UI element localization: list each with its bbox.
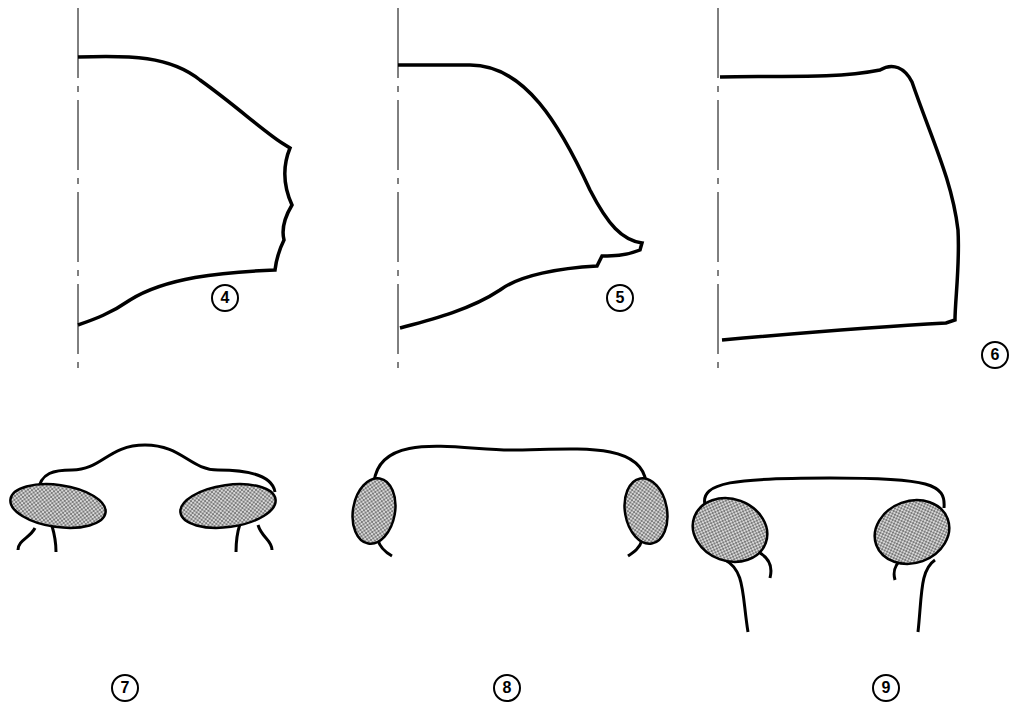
callout-number: 9 — [882, 680, 891, 696]
head-outline — [374, 446, 646, 482]
callout-circle: 8 — [493, 674, 521, 702]
eye-shape — [348, 475, 401, 547]
callout-circle: 7 — [111, 674, 139, 702]
callout-number: 8 — [503, 680, 512, 696]
stem-outline — [378, 540, 642, 556]
axis-line — [78, 8, 79, 375]
callout-circle: 9 — [872, 674, 900, 702]
callout-circle: 5 — [606, 284, 634, 312]
callout-number: 6 — [991, 347, 1000, 363]
profile-outline — [398, 65, 642, 328]
stem-outline — [18, 524, 272, 552]
callout-circle: 4 — [211, 284, 239, 312]
profile-outline — [78, 56, 292, 325]
callout-number: 5 — [616, 290, 625, 306]
eye-shape — [620, 475, 673, 547]
eye-shape — [178, 479, 279, 534]
profile-outline — [720, 66, 958, 340]
eye-shape — [8, 479, 109, 534]
eye-shape — [684, 488, 777, 572]
axis-line — [398, 8, 399, 375]
eye-shape — [866, 490, 959, 574]
callout-number: 4 — [221, 290, 230, 306]
callout-number: 7 — [121, 680, 130, 696]
axis-line — [718, 8, 719, 375]
callout-circle: 6 — [981, 341, 1009, 369]
